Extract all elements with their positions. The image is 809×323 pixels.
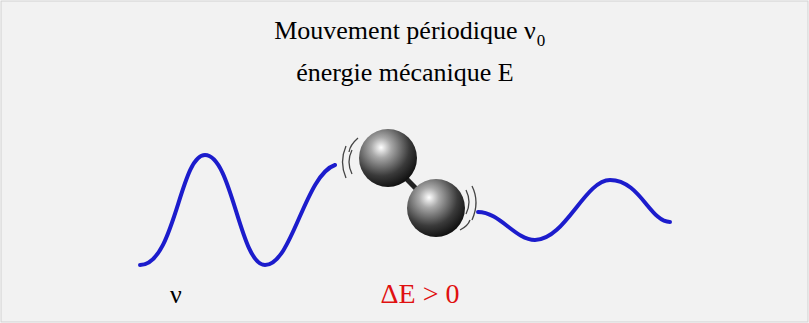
title-line: énergie mécanique E (296, 60, 514, 86)
title-line: Mouvement périodique ν (274, 18, 536, 44)
frequency-label: ν (170, 282, 182, 308)
incident-wave (140, 155, 335, 265)
atom (359, 129, 417, 187)
energy-change-label: ΔE > 0 (381, 280, 460, 308)
atom (407, 179, 465, 237)
subscript: 0 (537, 32, 546, 49)
transmitted-wave (478, 180, 670, 240)
